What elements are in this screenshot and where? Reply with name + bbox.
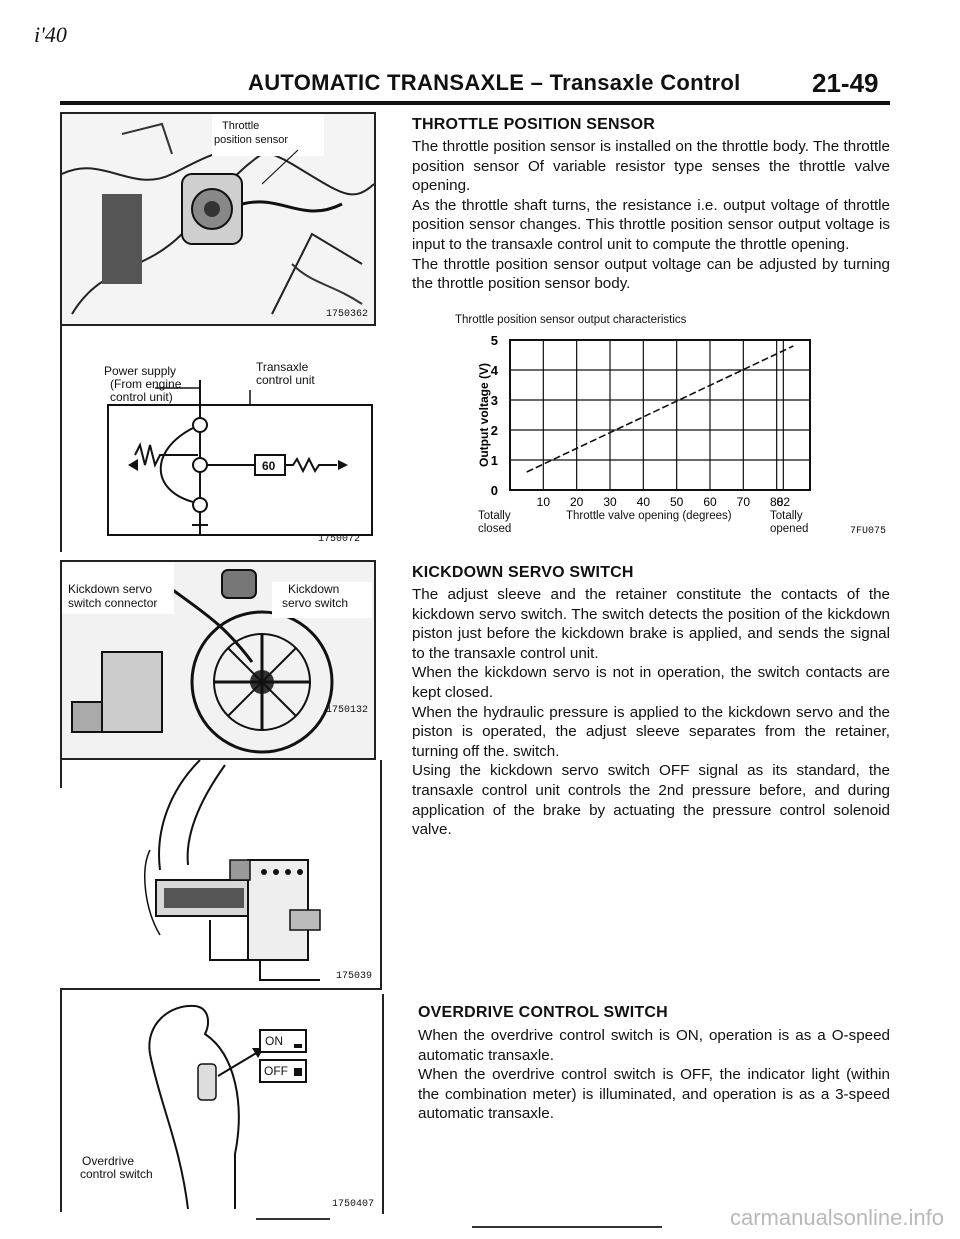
figure-overdrive-switch: ON OFF Overdrive control switch 1750407 [60,994,384,1214]
tps-paragraph-1: The throttle position sensor is installe… [412,138,890,195]
fig5-label-2: control switch [80,1167,153,1181]
section-body-overdrive: When the overdrive control switch is ON,… [418,1026,890,1124]
fig2-power-label-2: (From engine [110,377,182,391]
chart-x-left-label-1: Totally [478,510,511,522]
fig2-tcu-label-2: control unit [256,373,315,387]
watermark: carmanualsonline.info [729,1205,944,1230]
chart-y-tick-label-1: 1 [491,453,498,468]
fig2-power-label-1: Power supply [104,364,177,378]
section-title-overdrive: OVERDRIVE CONTROL SWITCH [418,1004,668,1021]
left-rule-1 [60,112,62,552]
section-body-kickdown: The adjust sleeve and the retainer const… [412,585,890,840]
figure-servo-section: 175039 [60,760,382,990]
chart-x-left-label-2: closed [478,523,512,535]
chart-y-tick-label-2: 2 [491,423,498,438]
overdrive-paragraph-1: When the overdrive control switch is ON,… [418,1027,890,1064]
chart-title: Throttle position sensor output characte… [455,314,687,326]
chart-x-tick-label-6: 70 [737,495,751,509]
chart-x-right-label-1: Totally [770,510,803,522]
left-rule-2 [60,760,62,788]
chart-x-tick-label-3: 40 [637,495,651,509]
page-title: AUTOMATIC TRANSAXLE – Transaxle Control [248,70,741,95]
chart-y-tick-label-4: 4 [491,363,499,378]
fig2-box-label: 60 [262,459,276,473]
fig2-tcu-label-1: Transaxle [256,360,309,374]
footer-rule-left [256,1218,330,1220]
tps-paragraph-2: As the throttle shaft turns, the resista… [412,196,890,253]
chart-y-axis-label: Output voltage (V) [477,363,491,467]
page-number: 21-49 [812,68,879,98]
fig2-code: 1750072 [318,534,361,545]
chart-frame [509,339,811,491]
handwritten-note: i'40 [34,22,67,47]
chart-y-tick-label-3: 3 [491,393,498,408]
overdrive-paragraph-2: When the overdrive control switch is OFF… [418,1066,890,1123]
kickdown-paragraph-2: When the kickdown servo is not in operat… [412,664,890,701]
fig5-on-label: ON [265,1034,283,1048]
tps-paragraph-3: The throttle position sensor output volt… [412,255,890,293]
chart-x-tick-label-4: 50 [670,495,684,509]
fig2-power-label-3: control unit) [110,390,173,404]
section-body-tps: The throttle position sensor is installe… [412,137,890,294]
fig3-right-label-1: Kickdown [288,582,340,596]
chart-y-tick-label-0: 0 [491,483,498,498]
fig1-label-1: Throttle [222,120,260,132]
kickdown-paragraph-4: Using the kickdown servo switch OFF sign… [412,762,890,839]
fig3-code: 1750132 [325,705,368,716]
fig3-left-label-1: Kickdown servo [68,582,153,596]
chart-x-tick-label-0: 10 [537,495,551,509]
fig1-label-2: position sensor [214,134,288,146]
chart-x-right-label-2: opened [770,523,809,535]
header-rule [60,101,890,105]
fig5-code: 1750407 [331,1199,374,1210]
figure-throttle-sensor: Throttle position sensor 1750362 [60,112,376,326]
section-title-tps: THROTTLE POSITION SENSOR [412,116,656,133]
fig4-code: 175039 [335,971,372,982]
chart-code: 7FU075 [850,526,887,537]
chart-x-tick-label-5: 60 [703,495,717,509]
chart-x-tick-label-8: 82 [777,495,791,509]
chart-x-tick-label-7: 80 [770,495,784,509]
fig1-code: 1750362 [325,309,368,320]
figure-circuit: Power supply (From engine control unit) … [60,340,380,550]
fig5-off-label: OFF [264,1064,288,1078]
chart-x-tick-label-1: 20 [570,495,584,509]
chart-y-tick-label-5: 5 [491,333,498,348]
section-title-kickdown: KICKDOWN SERVO SWITCH [412,564,634,581]
kickdown-paragraph-1: The adjust sleeve and the retainer const… [412,586,890,662]
chart-series-line-0 [526,345,794,473]
chart-x-label: Throttle valve opening (degrees) [566,510,732,522]
fig3-left-label-2: switch connector [68,596,158,610]
left-rule-3 [60,990,62,1212]
fig3-right-label-2: servo switch [282,596,349,610]
footer-rule-right [472,1226,662,1228]
figure-kickdown-switch: Kickdown servo switch connector Kickdown… [60,560,376,760]
kickdown-paragraph-3: When the hydraulic pressure is applied t… [412,703,890,760]
fig5-label-1: Overdrive [82,1154,135,1168]
chart-x-tick-label-2: 30 [603,495,617,509]
